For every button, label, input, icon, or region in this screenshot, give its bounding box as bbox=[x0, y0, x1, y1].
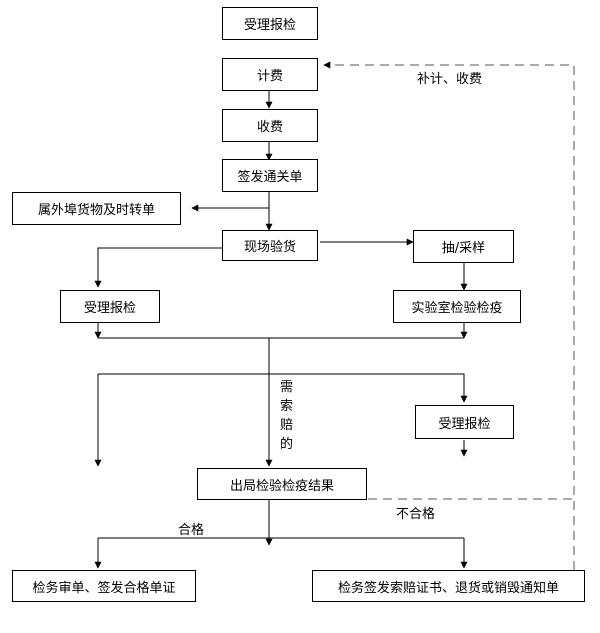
calc-fee-box: 计费 bbox=[222, 58, 318, 91]
result-box: 出局检验检疫结果 bbox=[197, 468, 367, 500]
other-port-box: 属外埠货物及时转单 bbox=[12, 192, 181, 225]
lab-test-box: 实验室检验检疫 bbox=[393, 290, 521, 323]
arrow-to-accept-mid bbox=[98, 373, 468, 403]
sampling-box: 抽/采样 bbox=[413, 230, 514, 263]
claim-label-char: 需 bbox=[280, 380, 294, 395]
pass-cert-box: 检务审单、签发合格单证 bbox=[12, 570, 196, 602]
collect-fee-box: 收费 bbox=[222, 109, 318, 142]
fail-notice-box: 检务签发索赔证书、退货或销毁通知单 bbox=[312, 570, 585, 602]
accept-mid-box: 受理报检 bbox=[415, 405, 514, 439]
customs-form-box: 签发通关单 bbox=[222, 159, 318, 192]
fail-label: 不合格 bbox=[396, 507, 436, 522]
supplement-label: 补计、收费 bbox=[417, 72, 483, 87]
claim-label-char: 赔 bbox=[280, 418, 294, 433]
accept-top-box: 受理报检 bbox=[222, 7, 318, 40]
dashed-supplement-loop bbox=[323, 61, 575, 600]
arrow-onsite-to-accept-left bbox=[94, 247, 222, 288]
accept-left-box: 受理报检 bbox=[60, 290, 160, 323]
claim-label: 需索赔的 bbox=[280, 378, 293, 454]
pass-label: 合格 bbox=[178, 523, 205, 538]
claim-label-char: 索 bbox=[280, 399, 294, 414]
claim-label-char: 的 bbox=[280, 437, 294, 452]
onsite-inspect-box: 现场验货 bbox=[222, 230, 318, 261]
